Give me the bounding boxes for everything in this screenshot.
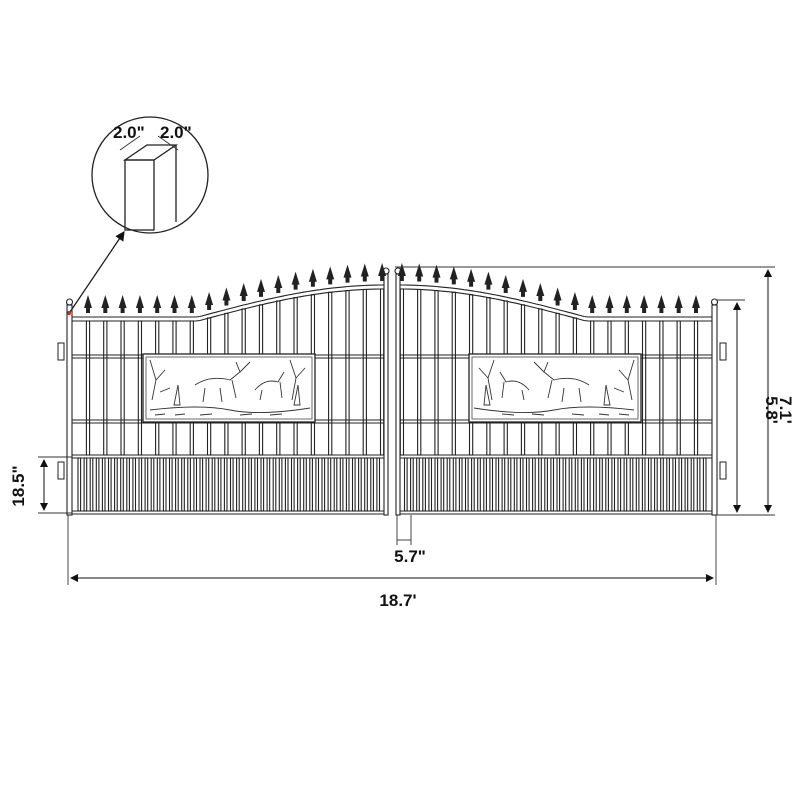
- right-gate-leaf: [394, 263, 727, 516]
- finial-icon: [205, 292, 214, 311]
- finial-icon: [118, 295, 127, 313]
- finial-icon: [222, 287, 231, 306]
- dimension-7-1: 7.1': [395, 266, 795, 513]
- finial-icon: [360, 263, 369, 282]
- deer-silhouette-icon: [149, 359, 311, 416]
- finial-icon: [308, 268, 317, 287]
- bottom-panel-height-label: 18.5": [9, 465, 28, 506]
- finial-icon: [84, 295, 92, 313]
- dim-line-depth: [157, 135, 179, 151]
- peak-height-label: 7.1': [776, 396, 795, 424]
- finial-icon: [274, 275, 283, 294]
- finial-icon: [170, 295, 179, 313]
- dim-line-width: [119, 135, 141, 151]
- finial-icon: [588, 295, 597, 313]
- finial-icon: [536, 283, 545, 302]
- finial-icon: [291, 271, 300, 290]
- finial-icon: [640, 295, 649, 313]
- post-width-label: 2.0": [113, 123, 145, 142]
- dimension-18-5: 18.5": [9, 456, 72, 514]
- finial-icon: [343, 264, 352, 283]
- finial-icon: [187, 295, 196, 313]
- marker-dot: [67, 311, 71, 315]
- finial-icon: [501, 275, 510, 294]
- hinge-icon: [719, 342, 727, 361]
- finial-icon: [519, 278, 527, 297]
- detail-circle: [91, 116, 209, 234]
- finial-icon: [622, 295, 631, 313]
- finial-icon: [135, 295, 144, 313]
- hinge-icon: [57, 342, 65, 361]
- finial-icon: [692, 295, 700, 313]
- finial-icon: [397, 263, 406, 282]
- hinge-icon: [57, 461, 65, 480]
- finial-icon: [257, 278, 265, 297]
- callout-arrow: [69, 231, 125, 313]
- finial-icon: [101, 295, 110, 313]
- finial-icon: [605, 295, 614, 313]
- finial-icon: [467, 268, 476, 287]
- center-gap-label: 5.7": [394, 547, 426, 566]
- total-width-label: 18.7': [379, 591, 416, 610]
- hinge-icon: [719, 461, 727, 480]
- gate: [57, 263, 727, 516]
- dimension-5-7: 5.7": [394, 515, 426, 566]
- finial-icon: [449, 266, 458, 285]
- finial-icon: [674, 295, 683, 313]
- finial-icon: [153, 295, 162, 313]
- post-depth-label: 2.0": [160, 123, 192, 142]
- finial-icon: [657, 295, 666, 313]
- post-detail-callout: 2.0" 2.0": [67, 116, 209, 315]
- dimension-18-7: 18.7': [67, 515, 717, 610]
- finial-icon: [484, 271, 493, 290]
- dimension-5-8: 5.8': [716, 299, 781, 516]
- left-gate-leaf: [57, 263, 390, 516]
- finial-icon: [553, 287, 562, 306]
- square-post-icon: [122, 144, 179, 231]
- finial-icon: [378, 263, 387, 282]
- finial-icon: [415, 263, 424, 282]
- finial-icon: [432, 264, 441, 283]
- finial-icon: [326, 266, 335, 285]
- finial-icon: [570, 292, 579, 311]
- deer-silhouette-icon: [473, 359, 635, 416]
- finial-icon: [239, 283, 248, 302]
